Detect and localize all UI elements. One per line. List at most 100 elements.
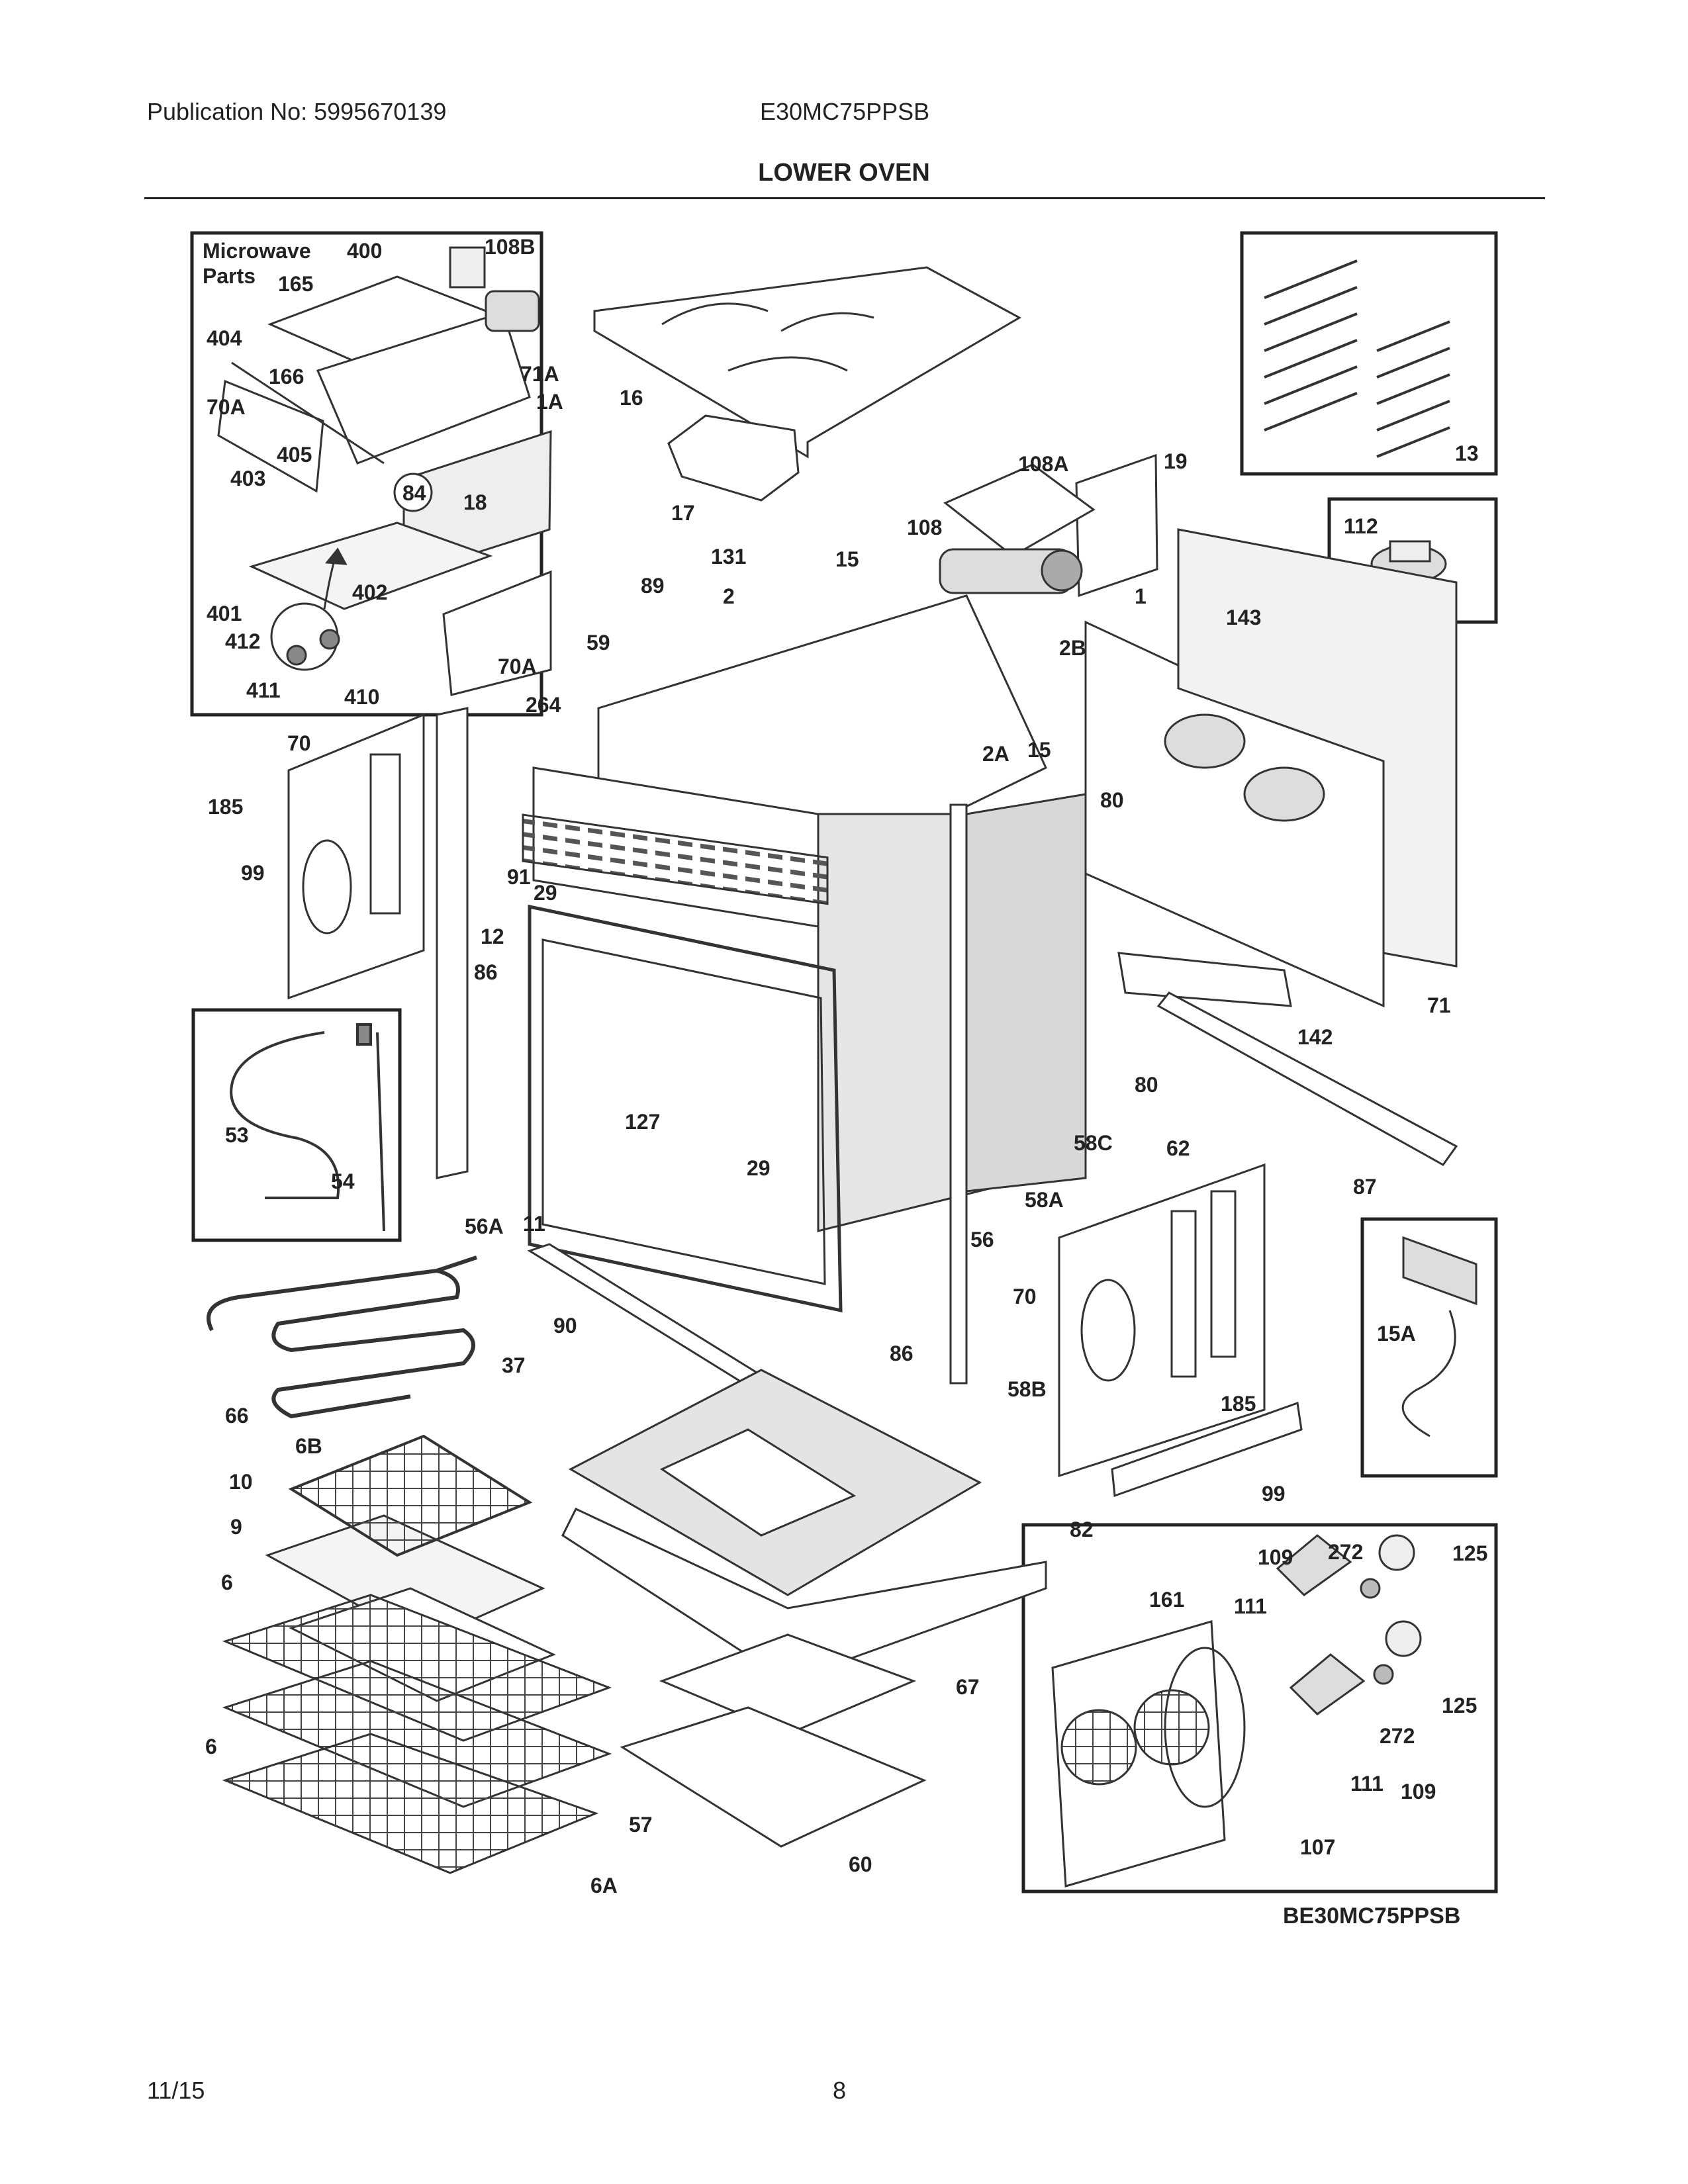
- callout-16: 16: [620, 386, 643, 410]
- bracket-142: [1117, 952, 1292, 1007]
- callout-90: 90: [553, 1314, 577, 1338]
- callout-15A: 15A: [1377, 1322, 1416, 1345]
- callout-109-a: 109: [1258, 1545, 1293, 1569]
- callout-404: 404: [207, 326, 242, 350]
- callout-66: 66: [225, 1404, 249, 1428]
- callout-401: 401: [207, 602, 242, 625]
- callout-6-a: 6: [221, 1570, 233, 1594]
- inset-label-microwave: Microwave: [203, 239, 311, 263]
- callout-108B: 108B: [485, 235, 536, 259]
- callout-127: 127: [625, 1110, 660, 1134]
- callout-70-left: 70: [287, 731, 311, 755]
- callout-56A: 56A: [465, 1214, 504, 1238]
- callout-166: 166: [269, 365, 304, 388]
- callout-111-b: 111: [1350, 1772, 1383, 1796]
- callout-185-left: 185: [208, 795, 243, 819]
- callout-82: 82: [1070, 1518, 1094, 1541]
- callout-402: 402: [352, 580, 387, 604]
- probe-inset: [191, 1008, 402, 1242]
- callout-70-right: 70: [1013, 1285, 1037, 1308]
- callout-80-a: 80: [1100, 788, 1124, 812]
- callout-53: 53: [225, 1123, 249, 1147]
- callout-410: 410: [344, 685, 379, 709]
- callout-54: 54: [331, 1169, 355, 1193]
- callout-71: 71: [1427, 993, 1451, 1017]
- side-panel-70-left: [287, 713, 425, 1000]
- callout-125-b: 125: [1442, 1694, 1477, 1717]
- callout-37: 37: [502, 1353, 526, 1377]
- page-title: LOWER OVEN: [758, 159, 930, 187]
- callout-112: 112: [1344, 514, 1378, 538]
- callout-91: 91: [507, 865, 531, 889]
- callout-1A: 1A: [536, 390, 563, 414]
- side-rails-56: [436, 707, 968, 1385]
- callout-59: 59: [586, 631, 610, 655]
- callout-165: 165: [278, 272, 313, 296]
- callout-29-b: 29: [747, 1156, 771, 1180]
- callout-99-right: 99: [1262, 1482, 1286, 1506]
- callout-87: 87: [1353, 1175, 1377, 1199]
- publication-number: Publication No: 5995670139: [147, 98, 447, 125]
- callout-107: 107: [1300, 1835, 1335, 1859]
- callout-67: 67: [956, 1675, 980, 1699]
- side-panel-70-right: [1058, 1163, 1266, 1478]
- callout-264: 264: [526, 693, 561, 717]
- callout-12: 12: [481, 925, 504, 948]
- model-number: E30MC75PPSB: [760, 98, 930, 125]
- callout-131: 131: [711, 545, 746, 569]
- callout-13: 13: [1455, 441, 1479, 465]
- callout-18: 18: [463, 490, 487, 514]
- callout-70A-bot: 70A: [498, 655, 537, 678]
- footer-date: 11/15: [147, 2077, 205, 2104]
- oven-cavity-body: [522, 594, 1087, 1232]
- callout-70A-top: 70A: [207, 395, 246, 419]
- cover-57: [620, 1706, 927, 1848]
- convection-fan-drawing: [1051, 1534, 1422, 1888]
- callout-6A: 6A: [590, 1874, 618, 1897]
- callout-412: 412: [225, 629, 260, 653]
- callout-400: 400: [347, 239, 382, 263]
- callout-272-a: 272: [1328, 1540, 1363, 1564]
- racks-6: [222, 1594, 612, 1874]
- callout-1: 1: [1135, 584, 1147, 608]
- callout-143: 143: [1226, 606, 1261, 629]
- title-rule: [144, 197, 1545, 199]
- callout-57: 57: [629, 1813, 653, 1837]
- callout-71A: 71A: [520, 362, 559, 386]
- callout-272-b: 272: [1380, 1724, 1415, 1748]
- callout-161: 161: [1149, 1588, 1184, 1612]
- convection-fan-inset: [1021, 1523, 1498, 1893]
- callout-10: 10: [229, 1470, 253, 1494]
- callout-60: 60: [849, 1852, 872, 1876]
- callout-6B: 6B: [295, 1434, 322, 1458]
- callout-2A: 2A: [982, 742, 1009, 766]
- callout-29-a: 29: [534, 881, 557, 905]
- insulation-58B: [568, 1369, 982, 1596]
- callout-11: 11: [523, 1212, 545, 1236]
- rack-10: [288, 1434, 533, 1557]
- callout-2B: 2B: [1059, 636, 1086, 660]
- part-17-sensor: [667, 414, 800, 502]
- callout-84: 84: [402, 481, 426, 505]
- rear-panel-1: [1084, 528, 1458, 1008]
- callout-142: 142: [1297, 1025, 1333, 1049]
- callout-56: 56: [970, 1228, 994, 1251]
- callout-17: 17: [671, 501, 695, 525]
- rack-supports-inset: [1240, 231, 1498, 476]
- callout-108A: 108A: [1018, 452, 1069, 476]
- callout-19: 19: [1164, 449, 1188, 473]
- diagram-code: BE30MC75PPSB: [1283, 1903, 1461, 1929]
- rail-87: [1156, 991, 1458, 1166]
- inset-label-parts: Parts: [203, 264, 256, 288]
- control-board-15A: [1401, 1236, 1477, 1437]
- callout-89: 89: [641, 574, 665, 598]
- callout-125-a: 125: [1452, 1541, 1487, 1565]
- page-number: 8: [833, 2077, 847, 2104]
- callout-9: 9: [230, 1515, 242, 1539]
- callout-58B: 58B: [1008, 1377, 1047, 1401]
- panel-19: [1075, 453, 1158, 598]
- microwave-inset-drawing: [217, 246, 552, 696]
- callout-405: 405: [277, 443, 312, 467]
- callout-15-b: 15: [1027, 738, 1051, 762]
